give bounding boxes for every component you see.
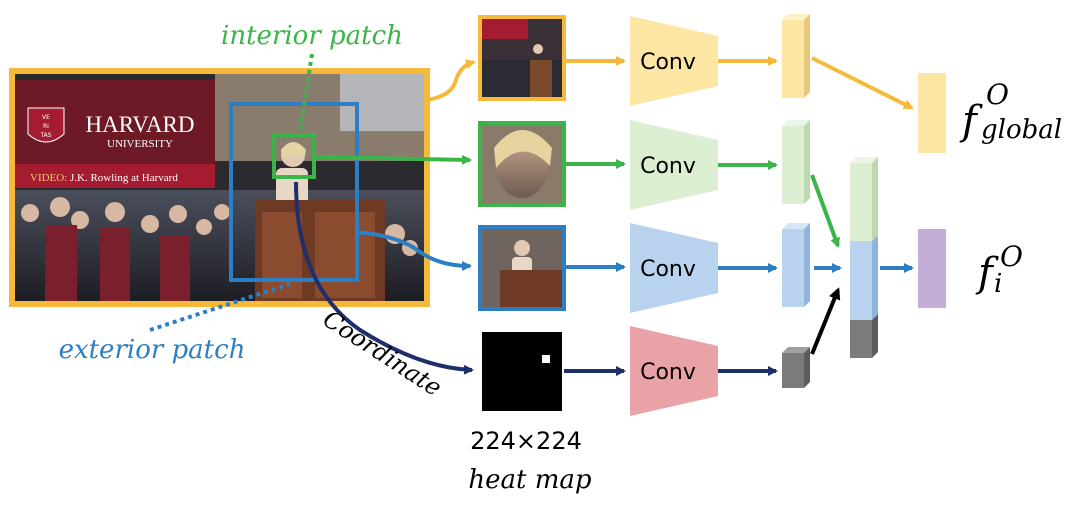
arrow-global-input bbox=[426, 59, 476, 102]
arrow-interior-input bbox=[313, 154, 472, 165]
heatmap-caption: heat map bbox=[468, 465, 592, 495]
feature-bar-global bbox=[782, 14, 810, 98]
exterior-patch-box bbox=[229, 102, 359, 282]
exterior-thumbnail bbox=[478, 225, 566, 311]
speaker-figure bbox=[255, 142, 385, 304]
video-title: J.K. Rowling at Harvard bbox=[70, 172, 178, 184]
conv-block-exterior: Conv bbox=[630, 223, 718, 313]
global-symbol-sup: O bbox=[986, 78, 1009, 111]
arrow-interior-to-concat bbox=[810, 174, 840, 248]
interior-patch-label: interior patch bbox=[221, 21, 403, 51]
interior-patch-box bbox=[272, 133, 316, 179]
harvard-wordmark-sub: UNIVERSITY bbox=[107, 138, 173, 150]
arrow-to-global-output bbox=[811, 56, 914, 110]
shield-word: VE bbox=[42, 114, 50, 121]
video-tag: VIDEO: bbox=[30, 172, 67, 184]
shield-word: RI bbox=[43, 123, 49, 130]
shield-word: TAS bbox=[39, 132, 51, 139]
feature-bar-interior bbox=[782, 120, 810, 204]
output-person-label: f O i bbox=[975, 240, 1023, 299]
arrow-coord-to-concat bbox=[810, 287, 841, 355]
conv-label: Conv bbox=[640, 50, 696, 75]
harvard-wordmark: HARVARD bbox=[86, 112, 195, 137]
exterior-patch-label: exterior patch bbox=[59, 335, 246, 365]
concat-feature-column bbox=[850, 157, 878, 358]
heatmap-hotspot bbox=[542, 355, 550, 363]
conv-label: Conv bbox=[640, 257, 696, 282]
output-person-block bbox=[918, 229, 946, 308]
feature-bar-exterior bbox=[782, 223, 810, 307]
arrow-exterior-input bbox=[356, 230, 472, 271]
heatmap-size-label: 224×224 bbox=[470, 427, 582, 455]
person-symbol-sub: i bbox=[994, 269, 1002, 299]
global-thumbnail bbox=[478, 15, 566, 101]
heatmap-thumbnail bbox=[482, 332, 562, 411]
scene-photo: VE RI TAS HARVARD UNIVERSITY VIDEO: J.K.… bbox=[9, 68, 430, 307]
conv-label: Conv bbox=[640, 360, 696, 385]
exterior-patch-pointer bbox=[149, 282, 291, 332]
conv-block-coordinate: Conv bbox=[630, 326, 718, 416]
global-frame bbox=[9, 68, 430, 307]
global-symbol-base: f bbox=[959, 98, 983, 144]
interior-thumbnail bbox=[478, 121, 566, 207]
global-symbol-sub: global bbox=[981, 115, 1062, 145]
crowd-robes bbox=[45, 225, 190, 304]
output-global-label: f O global bbox=[959, 78, 1062, 145]
person-symbol-sup: O bbox=[1000, 240, 1023, 273]
feature-bar-coordinate bbox=[782, 347, 810, 388]
conv-block-interior: Conv bbox=[630, 120, 718, 210]
video-title-bar bbox=[12, 164, 215, 188]
coordinate-label: Coordinate bbox=[318, 305, 447, 402]
conv-block-global: Conv bbox=[630, 16, 718, 106]
arrow-coordinate-input bbox=[294, 181, 474, 375]
photo-tent bbox=[340, 71, 427, 131]
conv-label: Conv bbox=[640, 154, 696, 179]
output-global-block bbox=[918, 73, 946, 153]
interior-patch-pointer bbox=[298, 53, 314, 133]
harvard-shield: VE RI TAS bbox=[27, 107, 65, 143]
